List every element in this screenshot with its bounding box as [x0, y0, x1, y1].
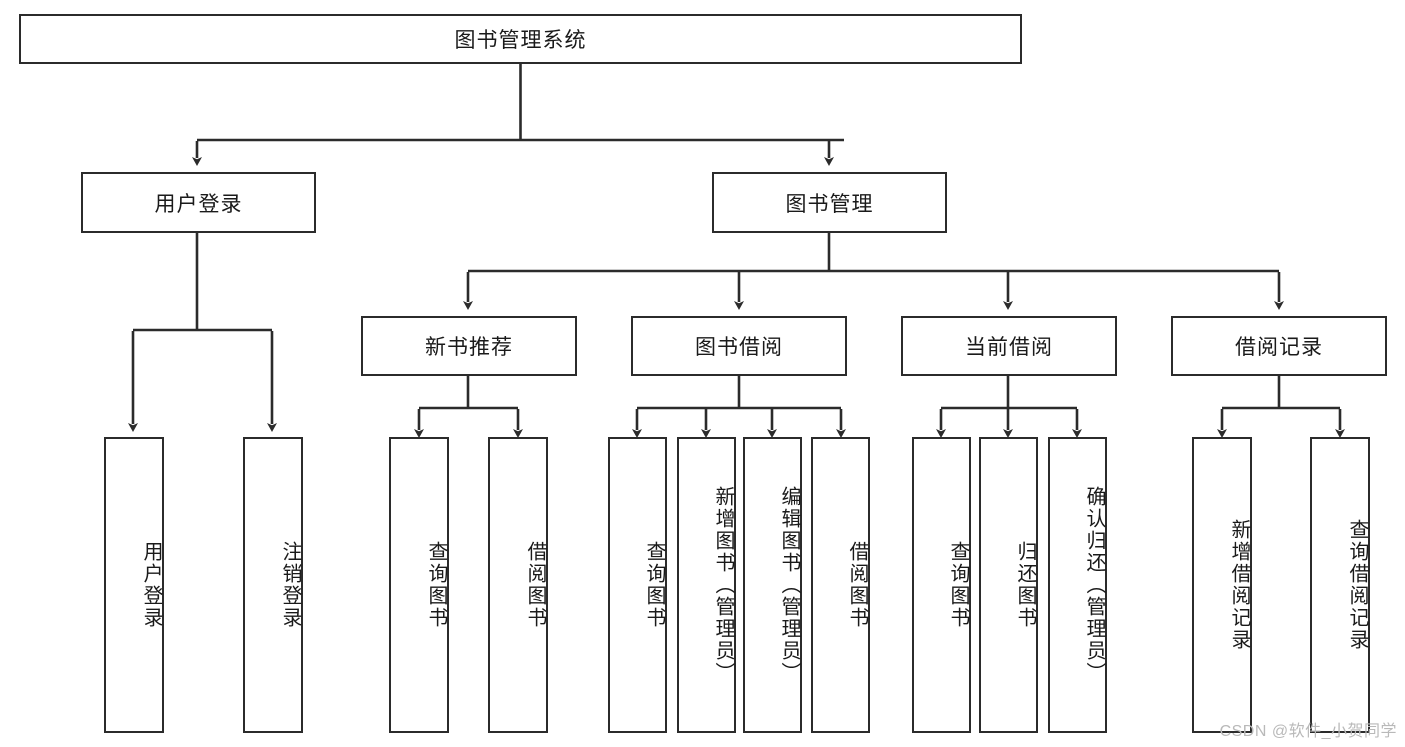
node-label: 查询图书 [947, 541, 969, 629]
leaf-book-borrow-edit-book-admin[interactable]: 编辑图书（管理员） [743, 437, 802, 733]
node-label: 新增借阅记录 [1228, 519, 1250, 651]
node-label: 用户登录 [140, 541, 162, 629]
node-book-management[interactable]: 图书管理 [712, 172, 947, 233]
leaf-borrow-records-query-record[interactable]: 查询借阅记录 [1310, 437, 1370, 733]
leaf-current-borrow-query-book[interactable]: 查询图书 [912, 437, 971, 733]
leaf-borrow-records-add-record[interactable]: 新增借阅记录 [1192, 437, 1252, 733]
node-label: 新书推荐 [425, 336, 513, 359]
leaf-current-borrow-confirm-return-admin[interactable]: 确认归还（管理员） [1048, 437, 1107, 733]
node-label: 新增图书（管理员） [712, 486, 734, 684]
leaf-user-login-logout[interactable]: 注销登录 [243, 437, 303, 733]
leaf-book-borrow-query-book[interactable]: 查询图书 [608, 437, 667, 733]
node-user-login[interactable]: 用户登录 [81, 172, 316, 233]
node-label: 图书管理 [785, 192, 874, 216]
node-root-book-management-system[interactable]: 图书管理系统 [19, 14, 1022, 64]
node-label: 查询图书 [643, 541, 665, 629]
node-label: 归还图书 [1014, 541, 1036, 629]
node-label: 注销登录 [279, 541, 301, 629]
leaf-current-borrow-return-book[interactable]: 归还图书 [979, 437, 1038, 733]
leaf-book-borrow-add-book-admin[interactable]: 新增图书（管理员） [677, 437, 736, 733]
node-label: 借阅记录 [1235, 336, 1323, 359]
node-label: 查询图书 [425, 541, 447, 629]
node-label: 图书管理系统 [454, 29, 587, 52]
node-label: 用户登录 [154, 192, 243, 216]
watermark-text: CSDN @软件_小贺同学 [1219, 723, 1397, 740]
leaf-user-login-login[interactable]: 用户登录 [104, 437, 164, 733]
leaf-book-borrow-borrow-book[interactable]: 借阅图书 [811, 437, 870, 733]
node-label: 编辑图书（管理员） [778, 486, 800, 684]
node-label: 查询借阅记录 [1346, 519, 1368, 651]
node-label: 借阅图书 [846, 541, 868, 629]
leaf-new-book-query-book[interactable]: 查询图书 [389, 437, 449, 733]
node-current-borrow[interactable]: 当前借阅 [901, 316, 1117, 376]
node-label: 借阅图书 [524, 541, 546, 629]
node-label: 当前借阅 [965, 336, 1053, 359]
node-book-borrow[interactable]: 图书借阅 [631, 316, 847, 376]
node-borrow-records[interactable]: 借阅记录 [1171, 316, 1387, 376]
leaf-new-book-borrow-book[interactable]: 借阅图书 [488, 437, 548, 733]
node-label: 确认归还（管理员） [1083, 486, 1105, 684]
node-label: 图书借阅 [695, 336, 783, 359]
node-new-book-recommend[interactable]: 新书推荐 [361, 316, 577, 376]
